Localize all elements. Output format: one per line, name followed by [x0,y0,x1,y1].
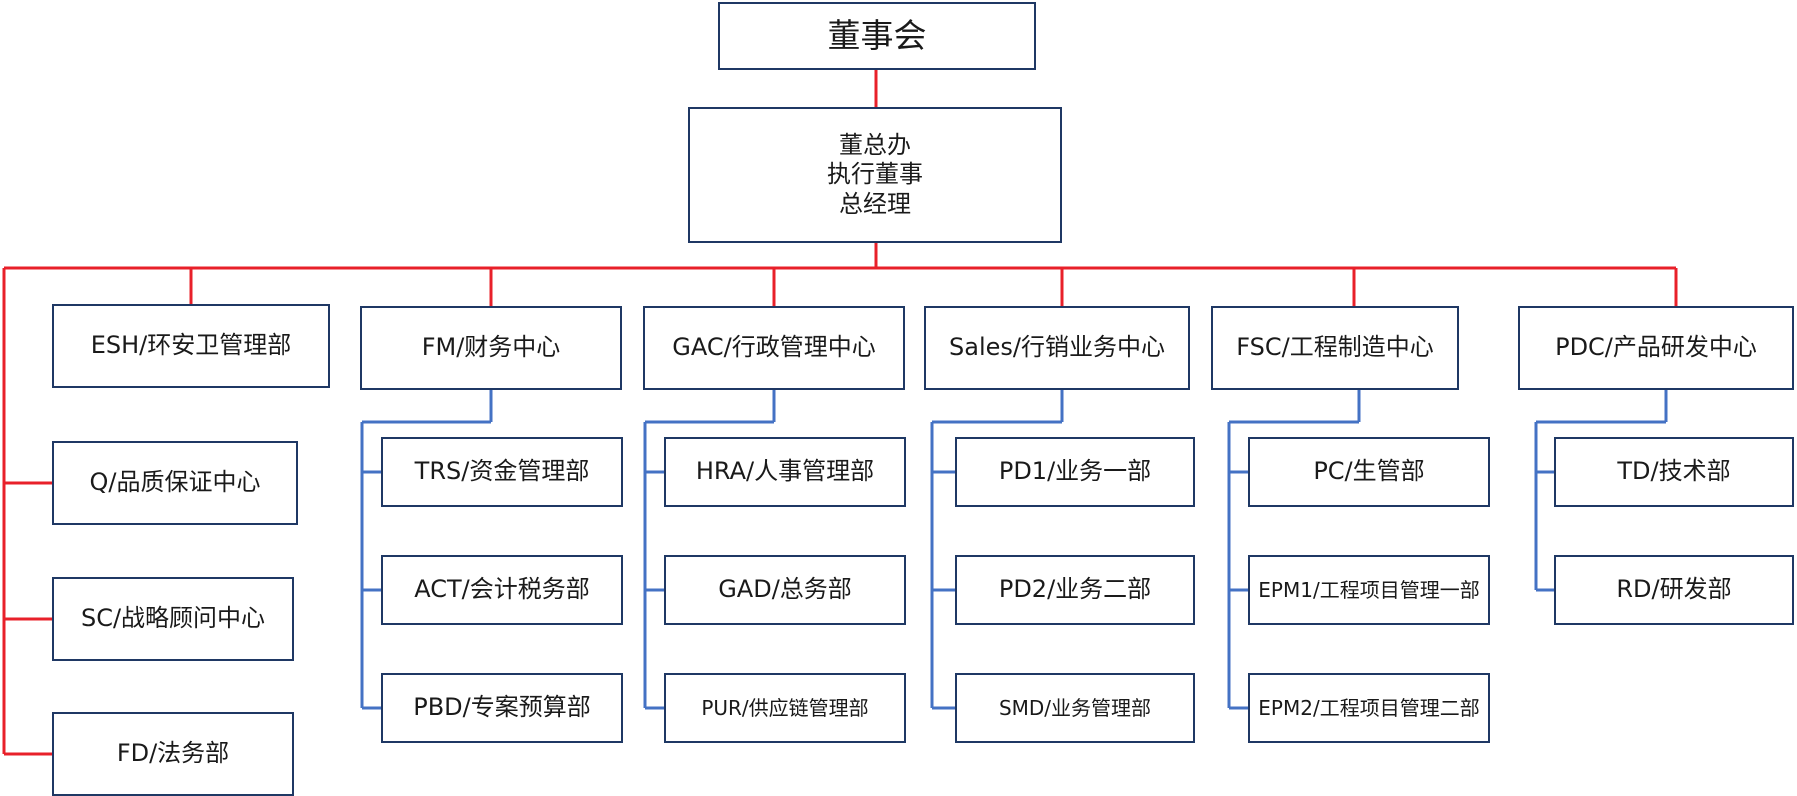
department-rd: RD/研发部 [1554,555,1794,625]
department-smd: SMD/业务管理部 [955,673,1195,743]
department-gad: GAD/总务部 [664,555,906,625]
staff-unit-q: Q/品质保证中心 [52,441,298,525]
center-pdc: PDC/产品研发中心 [1518,306,1794,390]
department-label: EPM1/工程项目管理一部 [1258,577,1480,602]
board-box: 董事会 [718,2,1036,70]
center-gac: GAC/行政管理中心 [643,306,905,390]
center-label: FSC/工程制造中心 [1236,333,1434,362]
reporting-lines-primary [2,70,1678,756]
staff-unit-fd: FD/法务部 [52,712,294,796]
staff-unit-label: FD/法务部 [116,739,230,768]
center-label: FM/财务中心 [421,333,561,362]
department-label: PD2/业务二部 [998,575,1152,604]
department-label: PC/生管部 [1313,457,1425,486]
staff-unit-label: Q/品质保证中心 [89,468,261,497]
department-pur: PUR/供应链管理部 [664,673,906,743]
department-label: GAD/总务部 [718,575,852,604]
reporting-lines-secondary [360,390,1668,710]
department-label: PUR/供应链管理部 [701,695,869,720]
department-epm1: EPM1/工程项目管理一部 [1248,555,1490,625]
department-label: TRS/资金管理部 [414,457,590,486]
department-trs: TRS/资金管理部 [381,437,623,507]
staff-unit-label: ESH/环安卫管理部 [90,331,292,360]
center-fsc: FSC/工程制造中心 [1211,306,1459,390]
executive-line-1: 董总办 [839,131,911,160]
department-act: ACT/会计税务部 [381,555,623,625]
center-label: GAC/行政管理中心 [672,333,876,362]
board-label: 董事会 [827,15,927,55]
department-pc: PC/生管部 [1248,437,1490,507]
department-label: EPM2/工程项目管理二部 [1258,695,1480,720]
department-label: PD1/业务一部 [998,457,1152,486]
department-label: HRA/人事管理部 [695,457,875,486]
department-td: TD/技术部 [1554,437,1794,507]
department-label: SMD/业务管理部 [998,695,1152,720]
center-sales: Sales/行销业务中心 [924,306,1190,390]
executive-box: 董总办 执行董事 总经理 [688,107,1062,243]
department-label: ACT/会计税务部 [414,575,590,604]
executive-line-3: 总经理 [839,189,911,218]
staff-unit-sc: SC/战略顾问中心 [52,577,294,661]
department-pbd: PBD/专案预算部 [381,673,623,743]
department-epm2: EPM2/工程项目管理二部 [1248,673,1490,743]
center-label: Sales/行销业务中心 [949,333,1165,362]
executive-line-2: 执行董事 [827,160,923,189]
department-label: RD/研发部 [1616,575,1732,604]
center-fm: FM/财务中心 [360,306,622,390]
center-label: PDC/产品研发中心 [1555,333,1757,362]
department-label: TD/技术部 [1617,457,1731,486]
department-pd1: PD1/业务一部 [955,437,1195,507]
department-pd2: PD2/业务二部 [955,555,1195,625]
staff-unit-esh: ESH/环安卫管理部 [52,304,330,388]
department-label: PBD/专案预算部 [413,693,591,722]
department-hra: HRA/人事管理部 [664,437,906,507]
staff-unit-label: SC/战略顾问中心 [80,604,266,633]
